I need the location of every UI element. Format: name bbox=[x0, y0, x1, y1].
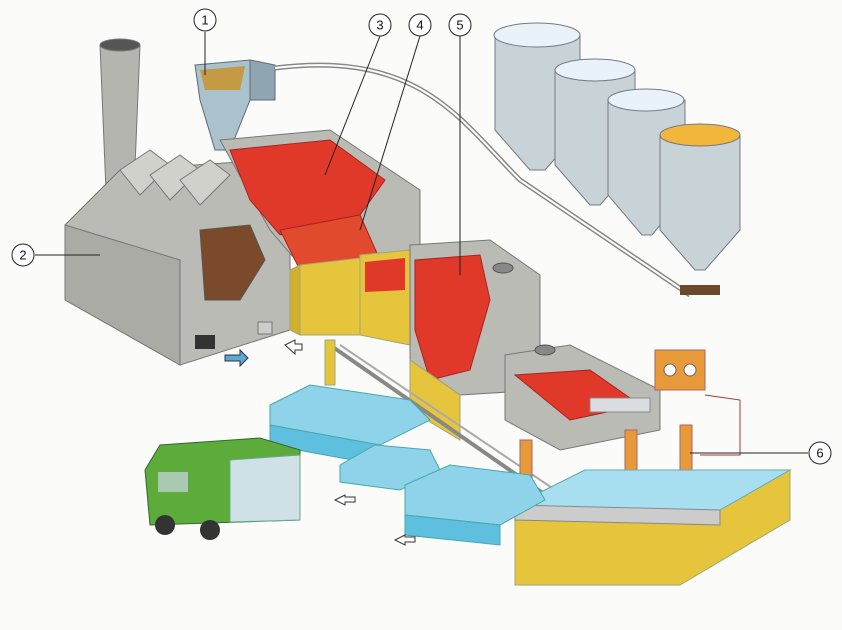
control-panel bbox=[654, 349, 741, 456]
callout-2-label: 2 bbox=[19, 248, 26, 263]
callout-3-label: 3 bbox=[376, 18, 383, 33]
callout-4: 4 bbox=[359, 13, 432, 231]
callout-5-label: 5 bbox=[456, 18, 463, 33]
raw-material-silos bbox=[274, 22, 741, 298]
callout-1-label: 1 bbox=[201, 13, 208, 28]
melting-tank bbox=[219, 129, 421, 346]
flow-arrows bbox=[224, 339, 416, 546]
callout-4-label: 4 bbox=[416, 18, 423, 33]
callout-1: 1 bbox=[193, 8, 217, 75]
callout-6-label: 6 bbox=[816, 446, 823, 461]
delivery-van bbox=[144, 437, 301, 540]
callout-5: 5 bbox=[448, 13, 472, 275]
callout-3: 3 bbox=[324, 13, 392, 176]
glass-stacks bbox=[269, 384, 546, 546]
annealing-lehr bbox=[504, 344, 661, 451]
callout-6: 6 bbox=[690, 441, 832, 465]
furnace-building bbox=[64, 149, 291, 366]
glass-sheet-line bbox=[514, 469, 792, 586]
callout-2: 2 bbox=[11, 243, 100, 267]
